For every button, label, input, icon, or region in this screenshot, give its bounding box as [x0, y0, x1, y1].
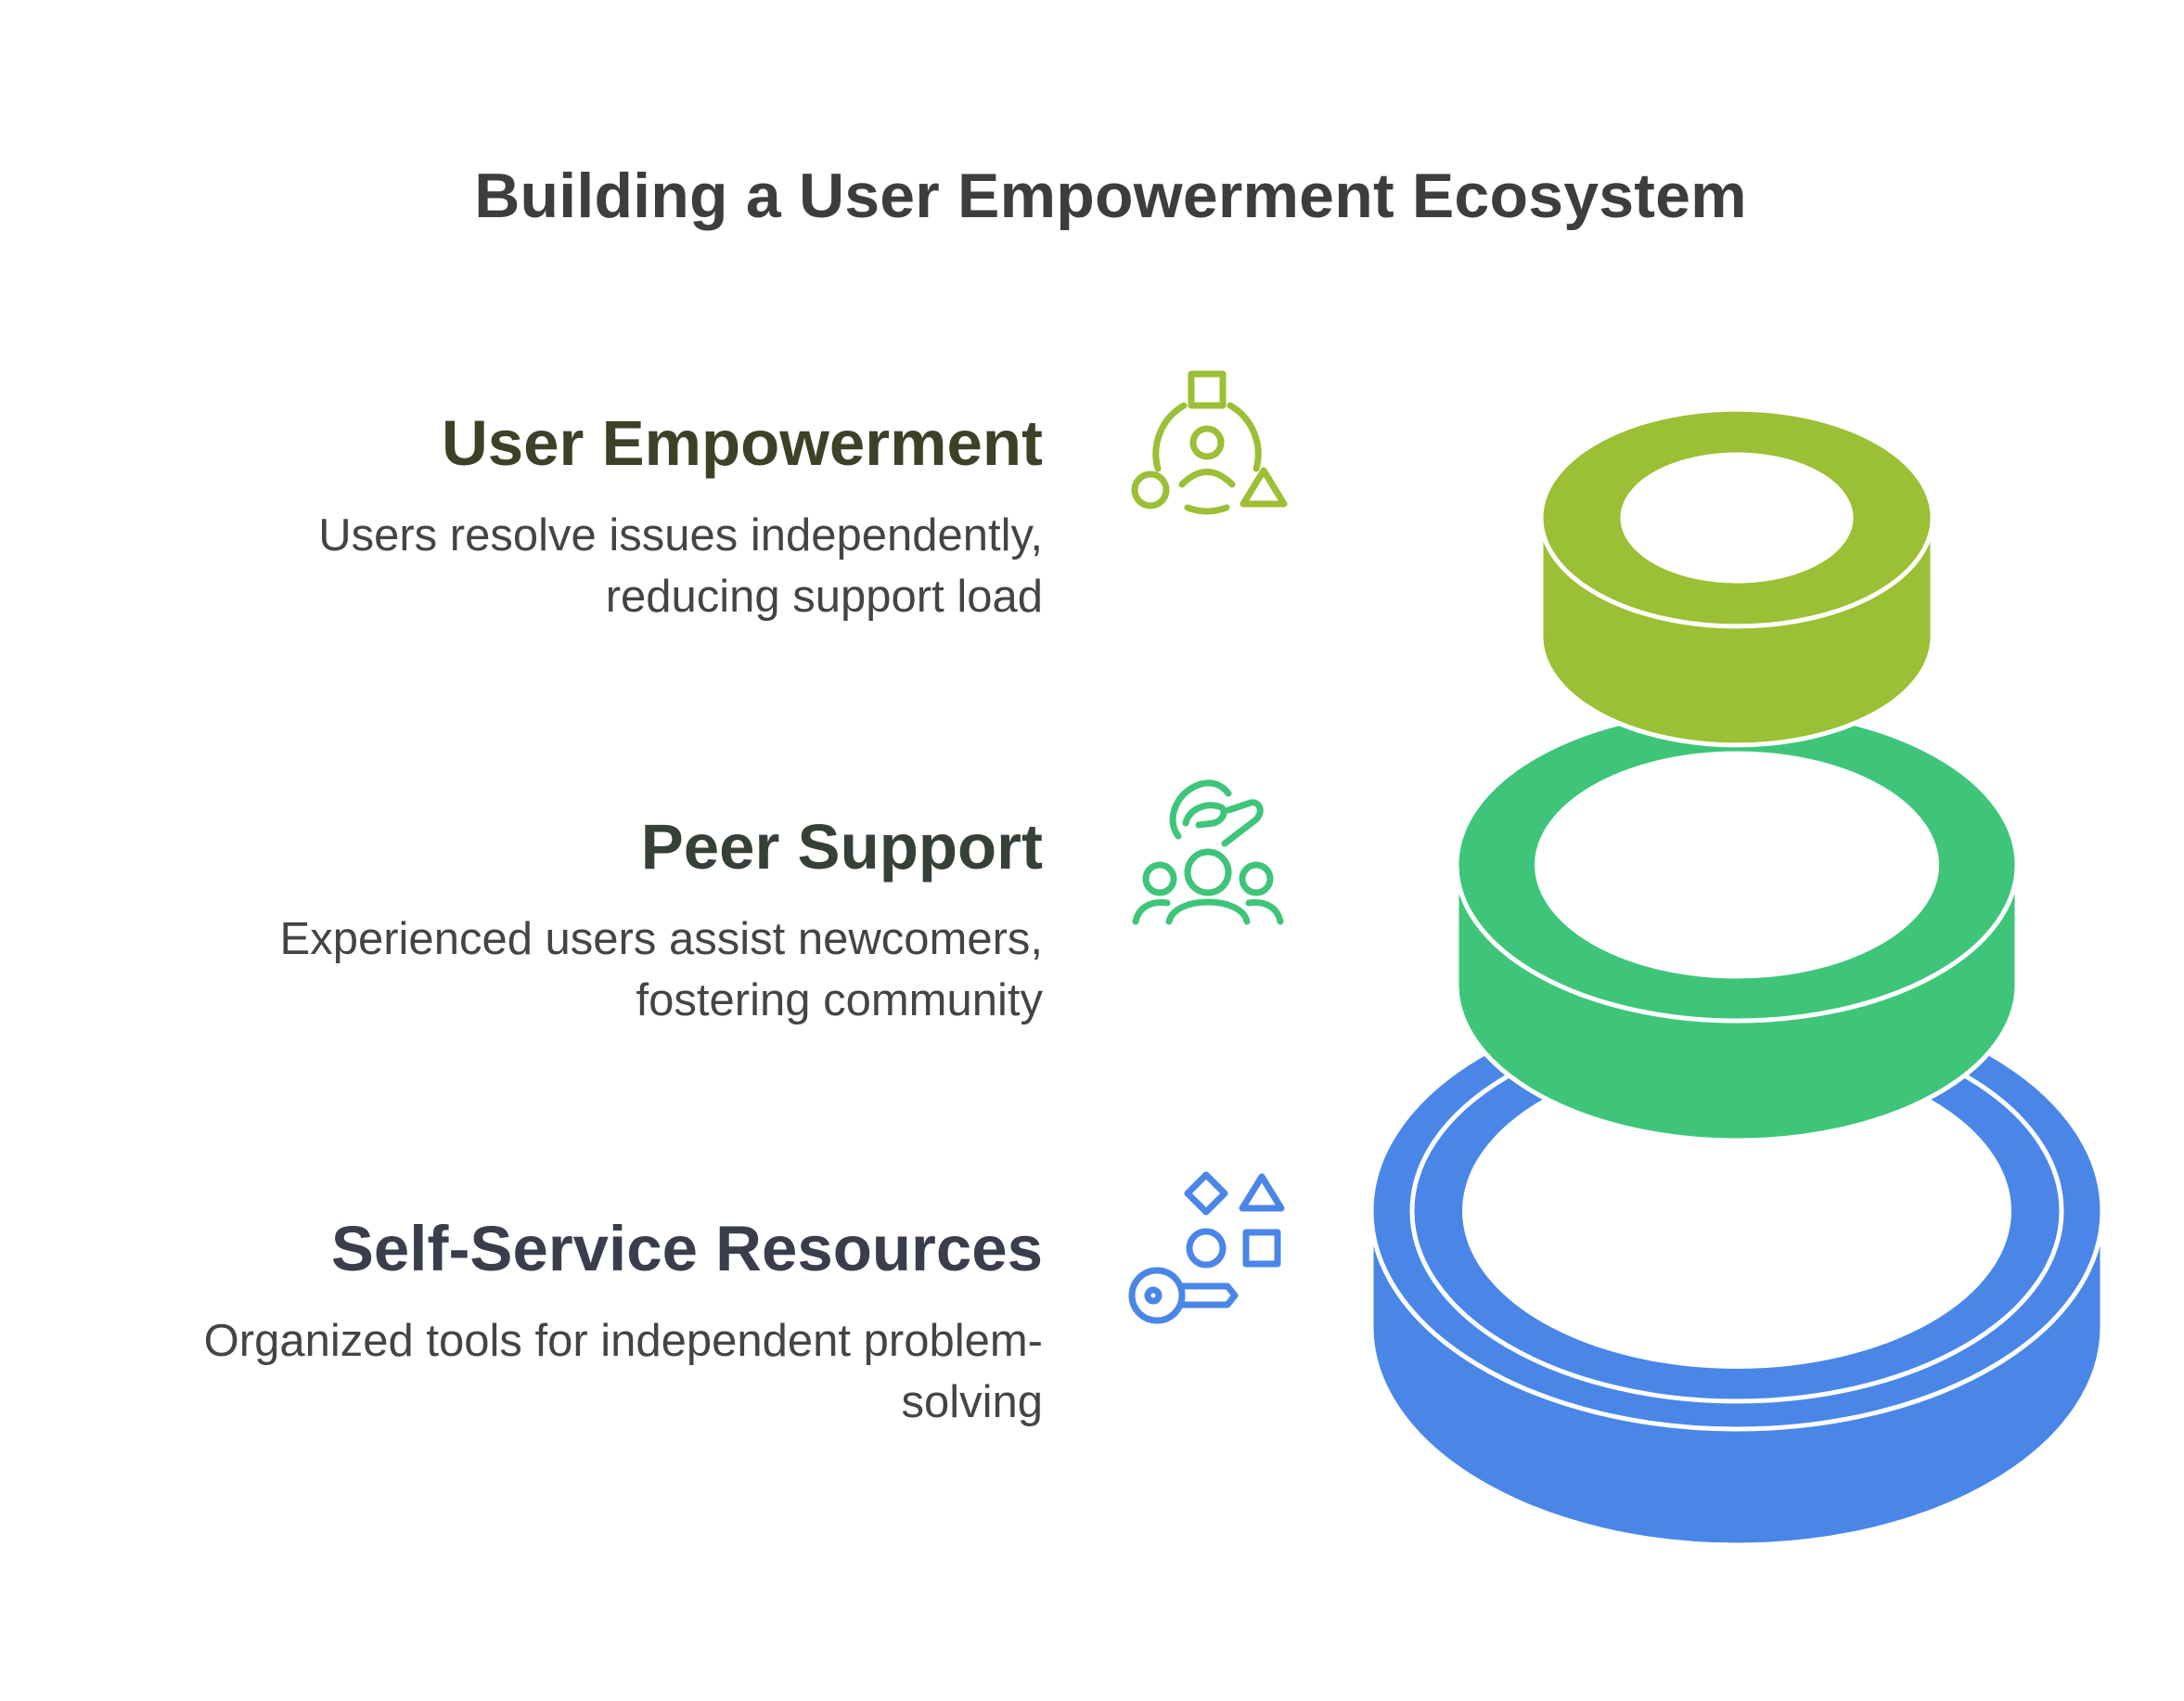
ring-outer-edge: [1368, 1210, 2105, 1432]
description-line: reducing support load: [605, 571, 1043, 622]
ring-outer-edge: [1454, 864, 2020, 1024]
ring-outer-edge: [1538, 517, 1935, 629]
page-title: Building a User Empowerment Ecosystem: [474, 161, 1747, 231]
description-line: Users resolve issues independently,: [318, 509, 1043, 561]
ring-user-empowerment: [1538, 406, 1935, 748]
description-line: solving: [901, 1376, 1043, 1427]
level-user-empowerment: User Empowerment Users resolve issues in…: [4, 408, 1043, 627]
level-heading: User Empowerment: [441, 407, 1043, 479]
ring-body: [1454, 706, 2020, 1143]
user-shapes-icon: [1131, 370, 1288, 515]
ring-inner-edge: [1535, 751, 1939, 979]
community-hand-icon: [1132, 780, 1284, 925]
description-line: Organized tools for independent problem-: [203, 1315, 1043, 1366]
level-heading: Peer Support: [640, 811, 1043, 883]
level-description: Organized tools for independent problem-…: [4, 1310, 1043, 1433]
description-line: Experienced users assist newcomers,: [279, 913, 1043, 964]
level-heading: Self-Service Resources: [330, 1213, 1043, 1284]
ring-inner-edge: [1620, 452, 1854, 584]
description-line: fostering community: [636, 974, 1043, 1025]
level-description: Experienced users assist newcomers, fost…: [4, 908, 1043, 1031]
level-self-service-resources: Self-Service Resources Organized tools f…: [4, 1214, 1043, 1433]
level-description: Users resolve issues independently, redu…: [4, 505, 1043, 627]
ring-body: [1538, 406, 1935, 748]
key-shapes-icon: [1128, 1171, 1285, 1324]
ring-peer-support: [1454, 706, 2020, 1143]
ring-self-service-resources: [1368, 990, 2105, 1548]
level-peer-support: Peer Support Experienced users assist ne…: [4, 812, 1043, 1031]
